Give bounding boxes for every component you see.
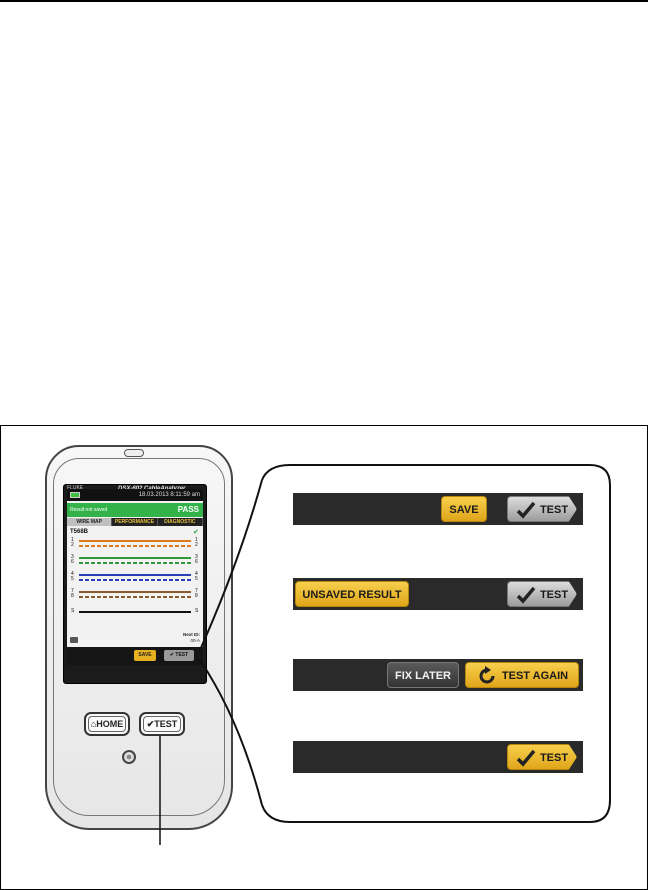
wiring-standard: T568B: [70, 529, 88, 535]
status-bar: 18.03.2013 8:11:59 am: [67, 489, 203, 501]
wire-line: [79, 611, 191, 613]
pin-label-left: S: [71, 608, 74, 614]
wire-line: [79, 545, 191, 547]
pin-label-left: 8: [71, 593, 74, 599]
save-button[interactable]: SAVE: [441, 496, 487, 522]
fix-later-button[interactable]: FIX LATER: [387, 662, 459, 688]
pin-label-right: 6: [195, 559, 198, 565]
tab-diagnostic[interactable]: DIAGNOSTIC: [158, 518, 203, 526]
result-banner: Result not saved PASS: [67, 503, 203, 517]
pin-label-left: 2: [71, 542, 74, 548]
refresh-icon: [476, 663, 498, 697]
screen-save-button[interactable]: SAVE: [134, 650, 156, 661]
button-bar-ready-state: TEST: [293, 741, 583, 773]
tab-performance[interactable]: PERFORMANCE: [112, 518, 157, 526]
wire-line: [79, 557, 191, 559]
unsaved-result-button[interactable]: UNSAVED RESULT: [295, 581, 409, 607]
status-time: 18.03.2013 8:11:59 am: [139, 492, 200, 498]
button-bar-fail-state: FIX LATER TEST AGAIN: [293, 659, 583, 691]
wire-line: [79, 591, 191, 593]
button-bar-saved-state: SAVE TEST: [293, 493, 583, 525]
wire-line: [79, 596, 191, 598]
result-note: Result not saved: [70, 503, 107, 517]
result-status: PASS: [178, 505, 199, 514]
wire-line: [79, 574, 191, 576]
pin-label-right: 8: [195, 593, 198, 599]
pin-label-right: 2: [195, 542, 198, 548]
wire-line: [79, 579, 191, 581]
pin-label-right: 5: [195, 576, 198, 582]
device-screen: 18.03.2013 8:11:59 am Result not saved P…: [67, 489, 203, 665]
test-button[interactable]: TEST: [507, 744, 577, 770]
pin-label-right: S: [195, 608, 198, 614]
pin-label-left: 5: [71, 576, 74, 582]
screen-button-bar: SAVE ✔ TEST: [67, 647, 203, 665]
battery-icon: [70, 492, 80, 498]
tab-wire-map[interactable]: WIRE MAP: [67, 518, 112, 526]
pass-check-icon: ✔: [193, 528, 199, 536]
wire-line: [79, 540, 191, 542]
speaker-grille: [124, 449, 144, 457]
scroll-left-icon[interactable]: [70, 637, 78, 643]
rotary-knob: [122, 750, 136, 764]
result-tabs: WIRE MAP PERFORMANCE DIAGNOSTIC: [67, 518, 203, 526]
screen-test-button[interactable]: ✔ TEST: [164, 650, 194, 661]
test-button[interactable]: TEST: [507, 581, 577, 607]
test-again-button[interactable]: TEST AGAIN: [465, 662, 579, 688]
button-bar-unsaved-state: UNSAVED RESULT TEST: [293, 578, 583, 610]
pin-label-left: 6: [71, 559, 74, 565]
test-hardware-button[interactable]: ✔TEST: [139, 712, 185, 736]
top-rule: [0, 0, 648, 2]
wire-line: [79, 562, 191, 564]
home-hardware-button[interactable]: ⌂HOME: [84, 712, 130, 736]
next-id-block: Next ID:00-A: [183, 632, 200, 644]
test-button[interactable]: TEST: [507, 496, 577, 522]
